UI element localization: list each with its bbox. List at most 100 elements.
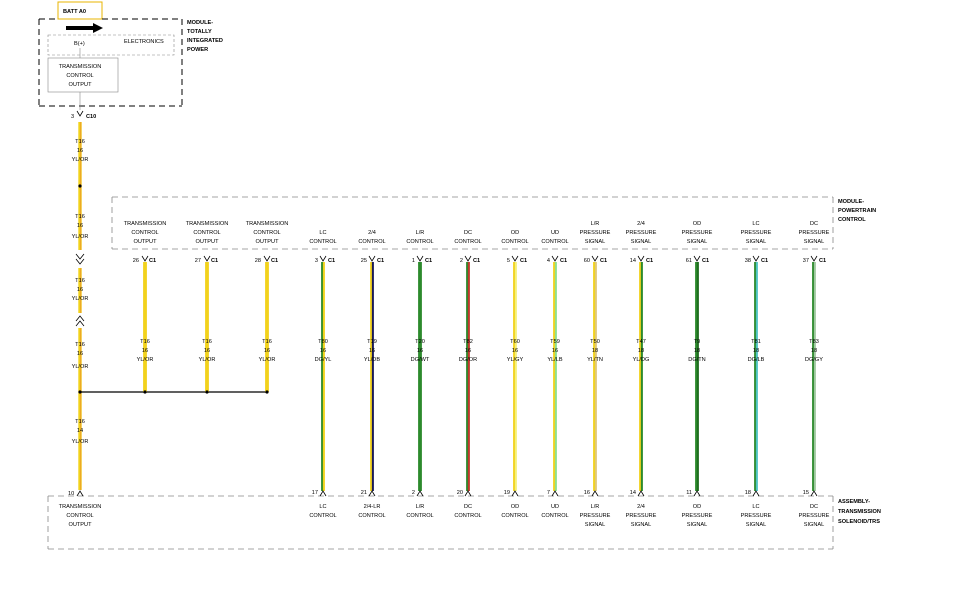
circuit-wire-label: T59	[550, 339, 560, 345]
pcm-output-label: CONTROL	[131, 230, 158, 236]
circuit-top-label: SIGNAL	[631, 239, 652, 245]
pcm-output-label: OUTPUT	[196, 239, 220, 245]
splice-dot-icon	[265, 390, 269, 394]
pcm-output-label: CONTROL	[193, 230, 220, 236]
circuit-connector: C1	[328, 258, 335, 264]
circuit-wire-label: 16	[320, 348, 326, 354]
circuit-connector: C1	[646, 258, 653, 264]
tipm-electronics-label: ELECTRONICS	[124, 39, 164, 45]
pin-chevron-icon	[810, 255, 818, 262]
pcm-output-label: OUTPUT	[134, 239, 158, 245]
circuit-top-label: CONTROL	[454, 239, 481, 245]
circuit-connector: C1	[473, 258, 480, 264]
trunk-wire-3-id: T16	[75, 278, 85, 284]
pin-chevron-icon	[551, 255, 559, 262]
electronics-box	[47, 34, 175, 56]
pcm-output-label: TRANSMISSION	[124, 221, 167, 227]
trunk-wire-1-color: YL/OR	[72, 157, 89, 163]
circuit-bottom-label: CONTROL	[454, 513, 481, 519]
circuit-bottom-pin: 2	[412, 490, 415, 496]
circuit-connector: C1	[761, 258, 768, 264]
circuit-top-label: PRESSURE	[626, 230, 657, 236]
circuit-wire-label: 16	[465, 348, 471, 354]
trunk-wire-5-color: YL/OR	[72, 439, 89, 445]
tipm-output-line-2: CONTROL	[66, 73, 93, 79]
circuit-wire-label: DG/LB	[748, 357, 765, 363]
pcm-output-connector: C1	[211, 258, 218, 264]
circuit-top-label: SIGNAL	[687, 239, 708, 245]
tipm-title-1: MODULE-	[187, 20, 213, 26]
circuit-wire-label: 18	[811, 348, 817, 354]
circuit-connector: C1	[560, 258, 567, 264]
splice-dot-icon	[78, 390, 82, 394]
inline-connector-chevron-icon	[75, 258, 85, 265]
tipm-module: BATT A0 ELECTRONICS B(+) TRANSMISSION CO…	[38, 1, 223, 120]
pin-chevron-icon	[511, 255, 519, 262]
batt-source-label: BATT A0	[63, 9, 86, 15]
pcm-title-2: POWERTRAIN	[838, 208, 876, 214]
tipm-pin-chevron-icon	[76, 110, 84, 117]
circuit-top-label: CONTROL	[541, 239, 568, 245]
circuit-top-pin: 60	[584, 258, 590, 264]
circuit-wire-label: T9	[694, 339, 701, 345]
circuit-bottom-label: LC	[319, 504, 326, 510]
circuit-top-label: PRESSURE	[580, 230, 611, 236]
trunk-wire-2-id: T16	[75, 214, 85, 220]
circuit-top-pin: 25	[361, 258, 367, 264]
circuit-top-label: PRESSURE	[741, 230, 772, 236]
pin-chevron-icon	[591, 490, 599, 497]
fuse-arrow-icon	[66, 23, 103, 33]
pin-chevron-icon	[693, 490, 701, 497]
circuit-top-label: L/R	[416, 230, 425, 236]
trunk-wire-1-id: T16	[75, 139, 85, 145]
circuit-wire-label: DG/OR	[459, 357, 477, 363]
pcm-output-pin: 27	[195, 258, 201, 264]
circuit-bottom-pin: 15	[803, 490, 809, 496]
trunk-wire-5-id: T16	[75, 419, 85, 425]
tipm-bplus-label: B(+)	[74, 41, 85, 47]
pcm-output-wire-label: T16	[202, 339, 212, 345]
pin-chevron-icon	[637, 255, 645, 262]
circuit-bottom-label: LC	[752, 504, 759, 510]
circuit-wire-label: T20	[415, 339, 425, 345]
circuit-top-label: SIGNAL	[585, 239, 606, 245]
trunk-wire: 10 TRANSMISSION CONTROL OUTPUT	[59, 110, 266, 528]
circuit-wire-label: T19	[367, 339, 377, 345]
pcm-output-connector: C1	[149, 258, 156, 264]
pin-chevron-icon	[416, 490, 424, 497]
circuit-wire-label: DG/GY	[805, 357, 823, 363]
circuit-top-label: LC	[752, 221, 759, 227]
trunk-wire-3-gauge: 16	[77, 287, 83, 293]
circuit-bottom-label: L/R	[416, 504, 425, 510]
trunk-end-line-3: OUTPUT	[69, 522, 93, 528]
circuit-wire-label: T47	[636, 339, 646, 345]
tipm-output-line-3: OUTPUT	[69, 82, 93, 88]
pin-chevron-icon	[319, 255, 327, 262]
circuit-top-label: OD	[511, 230, 519, 236]
circuit-bottom-label: PRESSURE	[580, 513, 611, 519]
inline-connector-chevron-icon	[75, 320, 85, 327]
sol-title-3: SOLENOID/TRS	[838, 519, 880, 525]
circuit-wire-label: YL/TN	[587, 357, 603, 363]
circuit-top-label: CONTROL	[309, 239, 336, 245]
trunk-wire-2-color: YL/OR	[72, 234, 89, 240]
pin-chevron-icon	[511, 490, 519, 497]
circuit-top-label: SIGNAL	[746, 239, 767, 245]
pin-chevron-icon	[368, 490, 376, 497]
circuit-bottom-label: PRESSURE	[626, 513, 657, 519]
pcm-output-wire-label: 16	[264, 348, 270, 354]
circuit-top-pin: 37	[803, 258, 809, 264]
circuit-top-label: DC	[464, 230, 472, 236]
circuit-wire-label: 18	[638, 348, 644, 354]
circuit-bottom-pin: 18	[745, 490, 751, 496]
circuit-bottom-label: OD	[693, 504, 701, 510]
trunk-wire-1-gauge: 16	[77, 148, 83, 154]
circuit-bottom-label: CONTROL	[501, 513, 528, 519]
